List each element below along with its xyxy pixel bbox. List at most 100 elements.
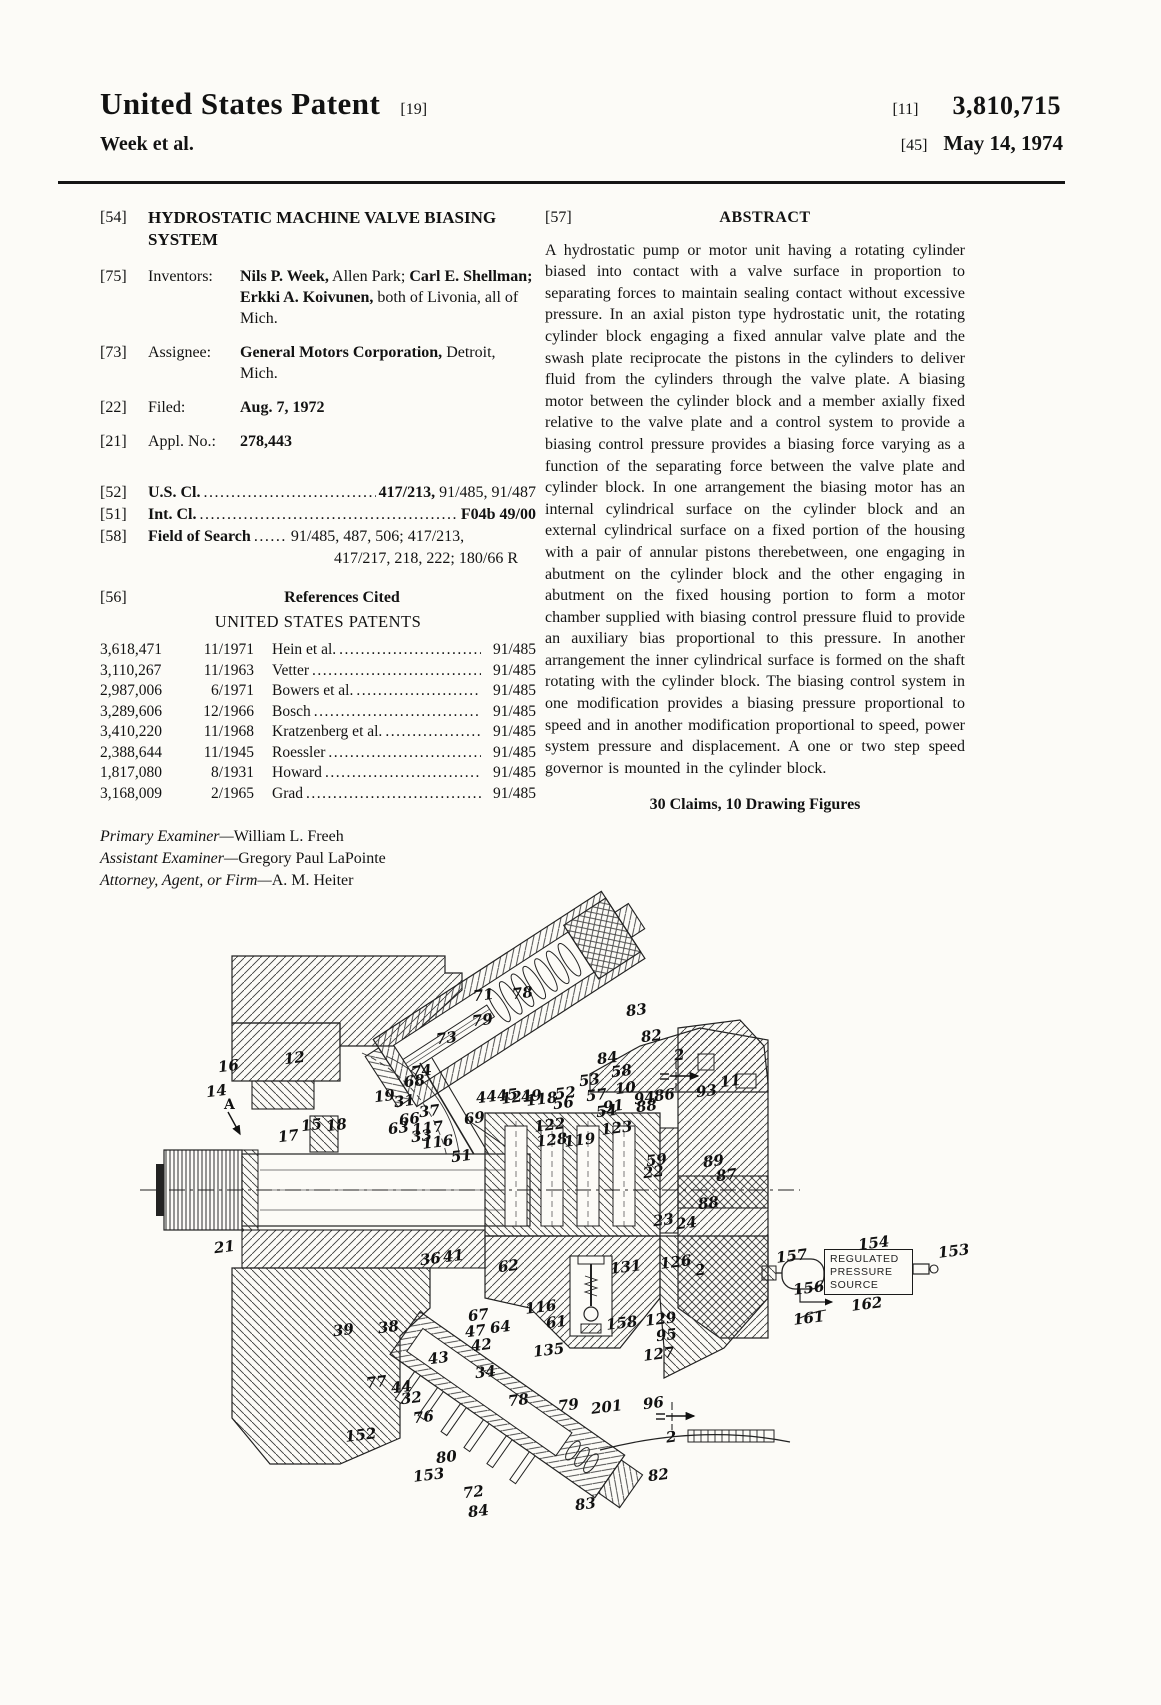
ref-numeral: 43 <box>427 1348 450 1368</box>
ref-numeral: 83 <box>574 1494 597 1514</box>
regulated-pressure-source-box: REGULATED PRESSURE SOURCE <box>824 1249 913 1295</box>
abstract-column: [57] ABSTRACT A hydrostatic pump or moto… <box>545 207 965 816</box>
ref-name: Kratzenberg et al. <box>272 722 382 743</box>
field-label: Int. Cl. <box>148 504 196 525</box>
header: United States Patent [19] [11] 3,810,715… <box>100 86 1065 156</box>
dot-leader <box>254 526 288 547</box>
ref-numeral: 38 <box>377 1317 400 1337</box>
ref-name: Vetter <box>272 661 309 682</box>
reference-row: 3,110,26711/1963Vetter91/485 <box>100 661 536 682</box>
ref-numeral: 78 <box>511 983 534 1003</box>
ref-numeral: 76 <box>412 1407 435 1427</box>
ref-numeral: 39 <box>332 1320 355 1340</box>
field-tag: [52] <box>100 482 148 503</box>
ref-numeral: 84 <box>467 1501 490 1521</box>
ref-numeral: 77 <box>365 1372 388 1392</box>
abstract-tag: [57] <box>545 207 605 229</box>
ref-numeral: 83 <box>625 1000 648 1020</box>
ref-date: 6/1971 <box>188 681 254 702</box>
ref-numeral: 91 <box>602 1096 625 1116</box>
ref-numeral: 153 <box>937 1240 970 1262</box>
ref-numeral: 79 <box>471 1010 494 1030</box>
ref-dots <box>356 681 481 702</box>
ref-class: 91/485 <box>484 722 536 743</box>
source-box-line3: SOURCE <box>830 1279 912 1292</box>
ref-name: Bosch <box>272 702 311 723</box>
field-int-cl: [51] Int. Cl. F04b 49/00 <box>100 504 536 525</box>
examiner-role: Primary Examiner— <box>100 828 234 845</box>
ref-name: Bowers et al. <box>272 681 353 702</box>
ref-numeral: 116 <box>421 1131 454 1153</box>
ref-no: 1,817,080 <box>100 763 188 784</box>
ref-class: 91/485 <box>484 640 536 661</box>
ref-numeral: 78 <box>507 1390 530 1410</box>
header-divider <box>58 181 1065 184</box>
ref-dots <box>306 784 481 805</box>
ref-numeral: 19 <box>373 1086 396 1106</box>
ref-numeral: 161 <box>792 1307 825 1329</box>
field-tag: [75] <box>100 266 148 329</box>
ref-class: 91/485 <box>484 784 536 805</box>
ref-numeral: 158 <box>605 1312 638 1334</box>
ref-numeral: 2 <box>694 1260 707 1279</box>
assignee-value: General Motors Corporation, Detroit, Mic… <box>240 342 536 384</box>
ref-class: 91/485 <box>484 702 536 723</box>
ref-numeral: 34 <box>474 1362 497 1382</box>
ref-numeral: 16 <box>217 1056 240 1076</box>
field-label: Inventors: <box>148 266 240 329</box>
bibliographic-column: [54] HYDROSTATIC MACHINE VALVE BIASING S… <box>100 207 536 892</box>
reference-row: 2,987,0066/1971Bowers et al.91/485 <box>100 681 536 702</box>
field-assignee: [73] Assignee: General Motors Corporatio… <box>100 342 536 384</box>
ref-numeral: 18 <box>325 1115 348 1135</box>
field-label: Appl. No.: <box>148 431 240 452</box>
ref-name: Howard <box>272 763 322 784</box>
search-value-line1: 91/485, 487, 506; 417/213, <box>291 526 464 547</box>
scale-comb <box>688 1430 774 1442</box>
ref-numeral: 12 <box>283 1048 306 1068</box>
ref-date: 12/1966 <box>188 702 254 723</box>
patent-number-label: [11] <box>892 101 918 119</box>
ref-numeral: 93 <box>695 1081 718 1101</box>
references-heading: References Cited <box>148 587 536 608</box>
ref-dots <box>328 743 481 764</box>
ref-class: 91/485 <box>484 763 536 784</box>
ref-no: 3,618,471 <box>100 640 188 661</box>
ref-no: 3,168,009 <box>100 784 188 805</box>
ref-numeral: 41 <box>442 1246 465 1266</box>
ref-numeral: 162 <box>850 1293 883 1315</box>
examiner-name: William L. Freeh <box>234 828 344 845</box>
examiner-role: Assistant Examiner— <box>100 850 238 867</box>
ref-numeral: 56 <box>552 1093 575 1113</box>
figure-area: REGULATED PRESSURE SOURCE 71787973838284… <box>100 878 1020 1558</box>
ref-numeral: 95 <box>655 1325 678 1345</box>
ref-numeral: 17 <box>277 1126 300 1146</box>
ref-numeral: A <box>224 1097 235 1113</box>
ref-numeral: 36 <box>419 1249 442 1269</box>
ref-numeral: 22 <box>642 1162 665 1182</box>
inventors-value: Nils P. Week, Allen Park; Carl E. Shellm… <box>240 266 536 329</box>
ref-no: 2,388,644 <box>100 743 188 764</box>
source-box-line2: PRESSURE <box>830 1266 912 1279</box>
ref-numeral: 11 <box>719 1071 742 1091</box>
field-tag: [58] <box>100 526 148 547</box>
ref-numeral: 79 <box>557 1395 580 1415</box>
examiner-name: Gregory Paul LaPointe <box>238 850 386 867</box>
dot-leader <box>199 504 457 525</box>
ref-dots <box>312 661 481 682</box>
field-inventors: [75] Inventors: Nils P. Week, Allen Park… <box>100 266 536 329</box>
appl-no-value: 278,443 <box>240 431 536 452</box>
field-filed: [22] Filed: Aug. 7, 1972 <box>100 397 536 418</box>
ref-numeral: 64 <box>489 1317 512 1337</box>
section-a-arrow <box>228 1112 240 1134</box>
field-us-cl: [52] U.S. Cl. 417/213, 91/485, 91/487 <box>100 482 536 503</box>
ref-class: 91/485 <box>484 681 536 702</box>
field-tag: [73] <box>100 342 148 384</box>
ref-numeral: 88 <box>635 1096 658 1116</box>
ref-dots <box>385 722 481 743</box>
ref-date: 11/1968 <box>188 722 254 743</box>
field-tag: [56] <box>100 587 148 608</box>
ref-no: 3,410,220 <box>100 722 188 743</box>
filed-value: Aug. 7, 1972 <box>240 397 536 418</box>
ref-class: 91/485 <box>484 661 536 682</box>
